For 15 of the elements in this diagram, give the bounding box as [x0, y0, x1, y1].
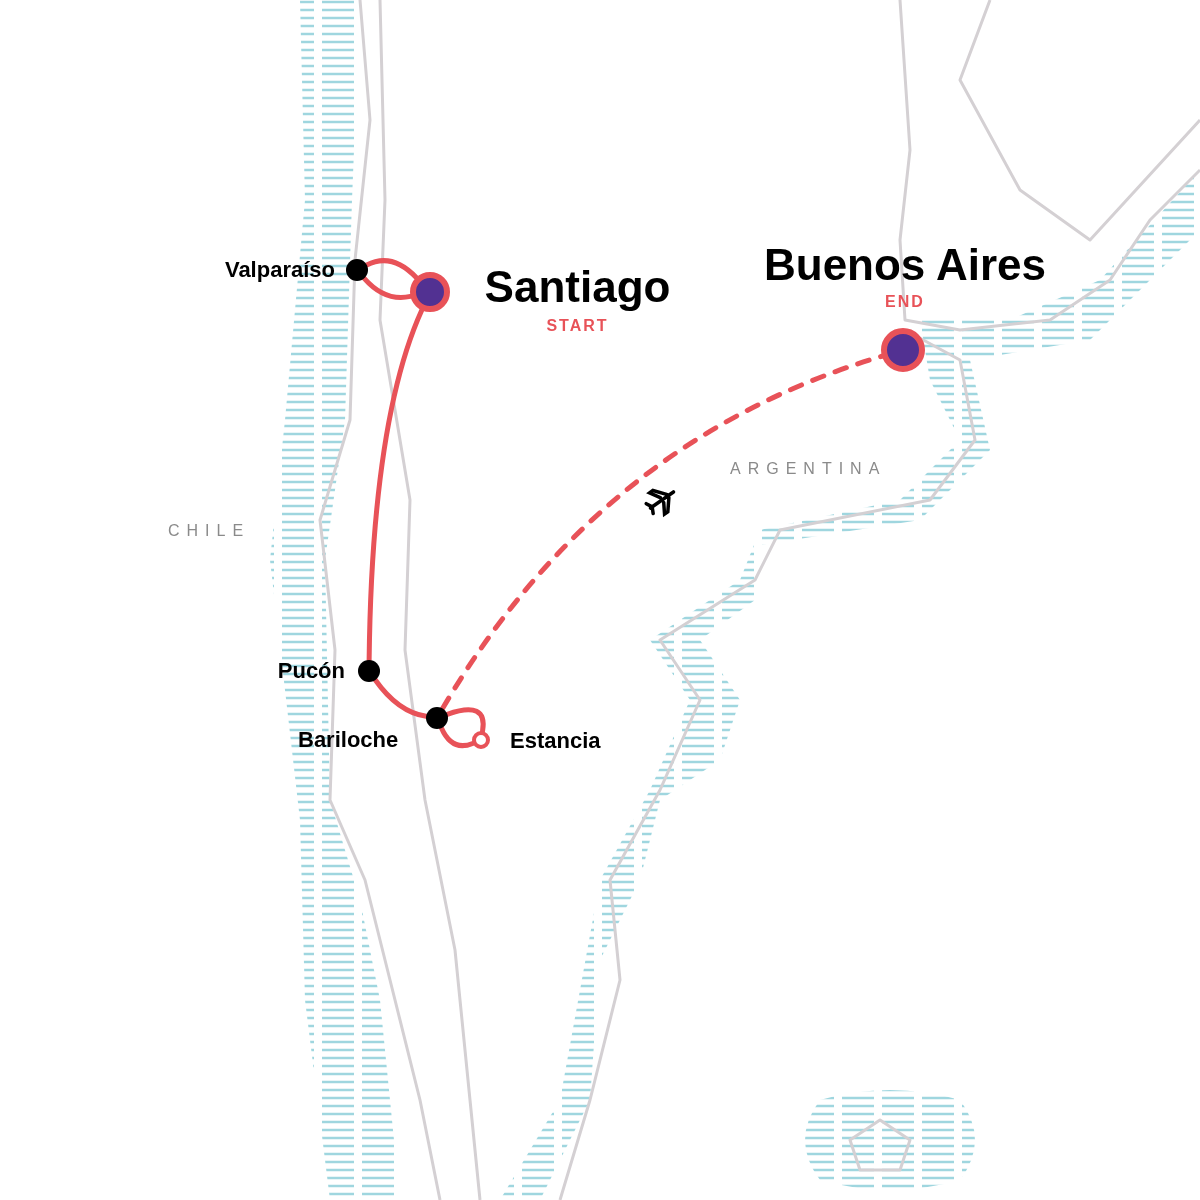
country-label: ARGENTINA — [730, 460, 887, 478]
city-name: Santiago — [483, 262, 672, 312]
status-tag: START — [475, 316, 680, 336]
route-line — [364, 258, 419, 280]
route-line — [366, 307, 425, 663]
place-name: Estancia — [510, 728, 602, 754]
country-label: CHILE — [168, 522, 251, 540]
place-name: Valparaíso — [223, 257, 335, 283]
route-line — [438, 725, 476, 749]
place-name: Pucón — [276, 658, 345, 684]
place-name: Bariloche — [298, 727, 400, 753]
city-name: Buenos Aires — [763, 240, 1047, 290]
route-line — [444, 707, 486, 734]
status-tag: END — [750, 292, 1060, 312]
route-line — [372, 677, 429, 719]
